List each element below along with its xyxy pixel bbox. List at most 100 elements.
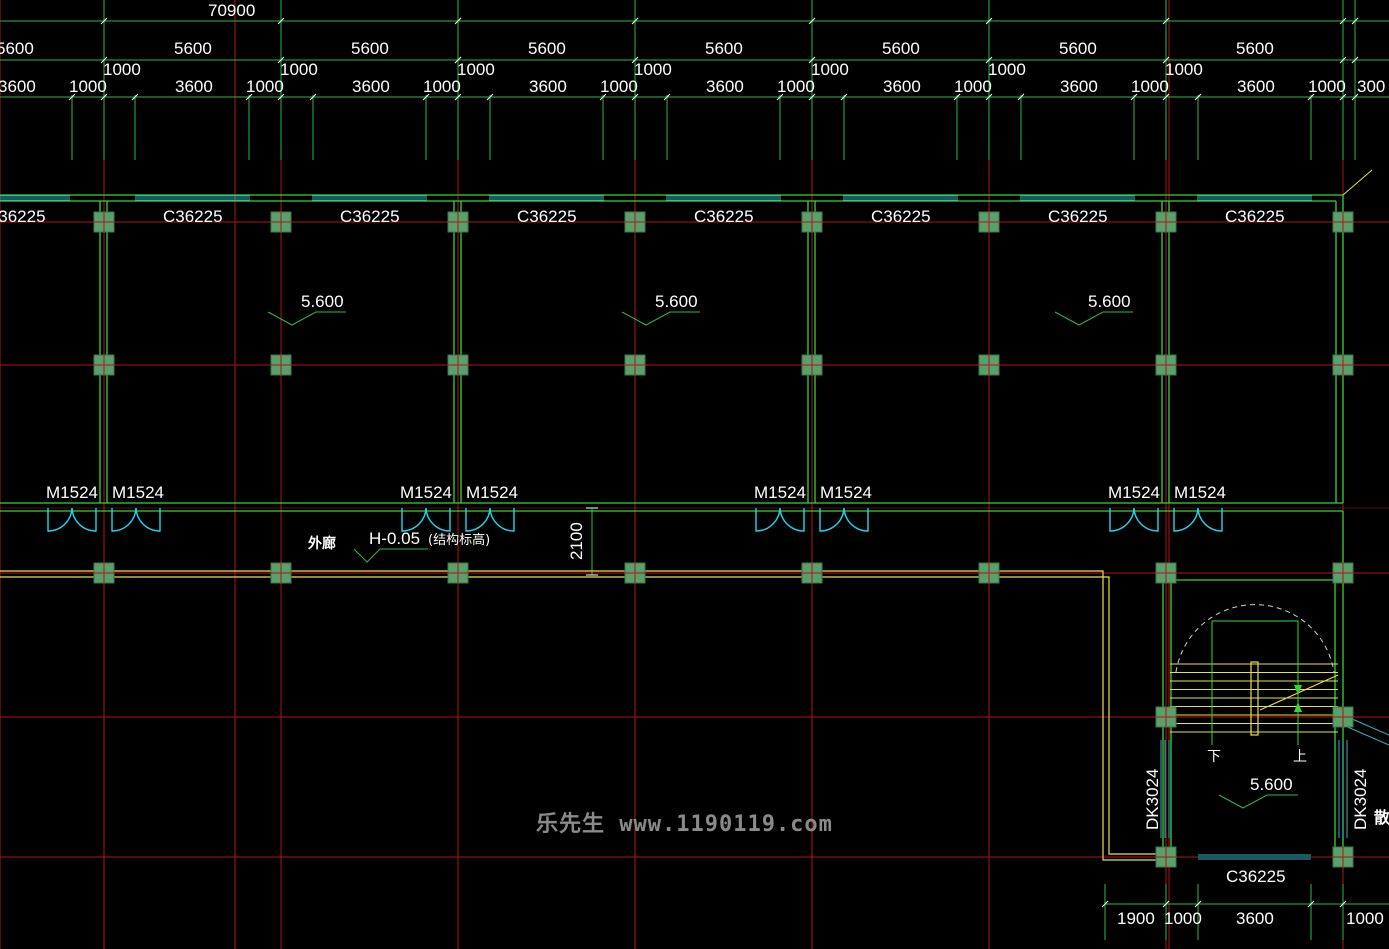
dimension-tick [1339, 93, 1347, 101]
dim-bay-5: 5600 [705, 39, 743, 58]
dimension-tick [131, 93, 139, 101]
door-swing [111, 507, 161, 532]
dimension-tick [100, 56, 108, 64]
elevation-symbol [353, 548, 428, 563]
dimension-tick [245, 93, 253, 101]
dim-sub-1: 1000 [103, 60, 141, 79]
window-label: C36225 [694, 207, 754, 226]
dim-row3-16: 1000 [1308, 77, 1346, 96]
dimension-tick [953, 93, 961, 101]
dim-bay-4: 5600 [528, 39, 566, 58]
dim-row3-12: 1000 [954, 77, 992, 96]
corridor-elevation: H-0.05 [369, 529, 420, 548]
stair-arrow [1294, 685, 1302, 695]
dim-bay-6: 5600 [882, 39, 920, 58]
columns [93, 211, 1354, 868]
side-door-label: DK3024 [1143, 769, 1162, 830]
dim-row3-8: 1000 [600, 77, 638, 96]
walls [0, 169, 1389, 861]
door-label: M1524 [466, 483, 518, 502]
stair-run-line [1211, 620, 1299, 745]
stair-handrail [1250, 661, 1259, 736]
door-swing [401, 507, 451, 532]
dimension-tick [1130, 93, 1138, 101]
leader-line [1342, 169, 1373, 196]
dim-bay-8: 5600 [1236, 39, 1274, 58]
side-door-label: DK3024 [1351, 769, 1370, 830]
elevation-symbol [267, 311, 346, 326]
dimension-tick [1307, 93, 1315, 101]
dimension-tick [1351, 17, 1359, 25]
dim-row3-15: 3600 [1237, 77, 1275, 96]
door-swing [1109, 507, 1159, 532]
dim-bottom-2: 1000 [1164, 909, 1202, 928]
dim-row3-5: 3600 [352, 77, 390, 96]
corridor-width-dimension: 2100 [567, 522, 586, 560]
dim-row3-4: 1000 [246, 77, 284, 96]
elevation-symbol [1054, 311, 1133, 326]
dimension-tick [68, 93, 76, 101]
dimension-tick [277, 93, 285, 101]
window-label: C36225 [0, 207, 46, 226]
dim-row3-6: 1000 [423, 77, 461, 96]
window-label: C36225 [340, 207, 400, 226]
window-label: C36225 [163, 207, 223, 226]
dimension-tick [309, 93, 317, 101]
door-label: M1524 [754, 483, 806, 502]
stair-arc [1175, 604, 1335, 673]
window-label: C36225 [1225, 207, 1285, 226]
elevation-label: 5.600 [301, 292, 344, 311]
dim-bay-1: 5600 [0, 39, 34, 58]
door-swing [465, 507, 515, 532]
watermark: 乐先生 www.1190119.com [536, 812, 833, 837]
corridor-elevation-note: (结构标高) [428, 532, 490, 548]
window-label: C36225 [517, 207, 577, 226]
dimension-tick [1339, 900, 1347, 908]
door-label: M1524 [400, 483, 452, 502]
dimension-tick [100, 17, 108, 25]
right-edge-text: 散 [1374, 808, 1389, 827]
dimension-tick [631, 93, 639, 101]
dim-row3-17: 300 [1357, 77, 1385, 96]
dim-row3-9: 3600 [706, 77, 744, 96]
dimension-tick [1194, 900, 1202, 908]
dimension-tick [599, 93, 607, 101]
dim-row3-10: 1000 [777, 77, 815, 96]
dimension-tick [1351, 93, 1359, 101]
elevation-label: 5.600 [1088, 292, 1131, 311]
dimension-tick [808, 56, 816, 64]
dim-row3-14: 1000 [1131, 77, 1169, 96]
dimension-tick [1162, 17, 1170, 25]
dim-sub-3: 1000 [457, 60, 495, 79]
door-label: M1524 [46, 483, 98, 502]
dim-row3-13: 3600 [1060, 77, 1098, 96]
dimension-tick [808, 17, 816, 25]
door-label: M1524 [1174, 483, 1226, 502]
stair-up-label: 上 [1293, 749, 1307, 765]
dimension-tick [277, 17, 285, 25]
elevation-label: 5.600 [655, 292, 698, 311]
elevation-symbol [1218, 794, 1298, 809]
dim-bay-3: 5600 [351, 39, 389, 58]
dimension-tick [1307, 900, 1315, 908]
dimension-tick [454, 93, 462, 101]
corridor-railing [0, 570, 1166, 861]
stair-arrow [1294, 702, 1302, 712]
stair-window-label: C36225 [1226, 867, 1286, 886]
dim-sub-4: 1000 [634, 60, 672, 79]
dim-bay-2: 5600 [174, 39, 212, 58]
dimension-tick [454, 56, 462, 64]
dim-bottom-4: 1000 [1346, 909, 1384, 928]
overall-dimension: 70900 [208, 1, 255, 20]
dim-row3-7: 3600 [529, 77, 567, 96]
dimension-tick [1017, 93, 1025, 101]
dim-row3-2: 1000 [69, 77, 107, 96]
dimension-tick [1339, 56, 1347, 64]
dim-sub-5: 1000 [811, 60, 849, 79]
elevation-label: 5.600 [1250, 775, 1293, 794]
door-label: M1524 [820, 483, 872, 502]
window-label: C36225 [1048, 207, 1108, 226]
corridor-railing [0, 576, 1166, 855]
door-swing [755, 507, 805, 532]
